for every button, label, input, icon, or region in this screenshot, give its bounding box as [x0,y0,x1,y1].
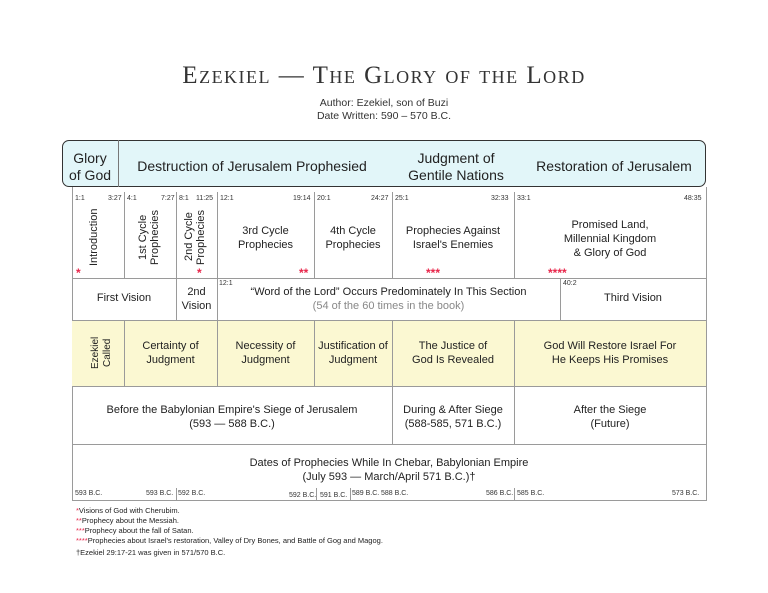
section-introduction: Introduction [88,208,100,266]
date-label: 592 B.C. [178,490,206,497]
themes-band [72,320,706,386]
row-divider [72,444,706,445]
vision-third: Third Vision [604,292,662,304]
divider [560,278,561,320]
divider [124,192,125,278]
dates-title: Dates of Prophecies While In Chebar, Bab… [249,457,529,483]
section-promised-land: Promised Land,Millennial Kingdom& Glory … [563,219,657,259]
date-tick [176,488,177,500]
siege-after: After the Siege(Future) [573,404,647,430]
row-divider [72,320,706,321]
author-line: Author: Ezekiel, son of Buzi [319,97,449,109]
vision-first: First Vision [96,292,152,304]
divider [392,386,393,444]
footnote-5: †Ezekiel 29:17-21 was given in 571/570 B… [76,548,226,557]
ref-40-2: 40:2 [563,280,577,287]
date-label: 593 B.C. [75,490,103,497]
date-tick [316,488,317,500]
ref-48-35: 48:35 [684,195,702,202]
date-label: 586 B.C. [486,490,514,497]
star-marker: **** [548,266,567,280]
date-written-line: Date Written: 590 – 570 B.C. [316,110,452,122]
star-marker: * [76,266,81,280]
star-marker: ** [299,266,309,280]
ref-3-27: 3:27 [108,195,122,202]
divider [314,192,315,278]
star-marker: *** [426,266,441,280]
date-label: 588 B.C. [381,490,409,497]
divider [514,386,515,444]
footnote-2: **Prophecy about the Messiah. [76,516,179,525]
ref-24-27: 24:27 [371,195,389,202]
header-destruction: Destruction of Jerusalem Prophesied [137,158,367,174]
footnote-1: *Visions of God with Cherubim. [76,506,180,515]
ref-12-1b: 12:1 [219,280,233,287]
divider [176,278,177,320]
siege-before: Before the Babylonian Empire's Siege of … [106,404,358,430]
date-label: 573 B.C. [672,490,700,497]
divider [514,320,515,386]
date-tick [350,488,351,500]
siege-during: During & After Siege(588-585, 571 B.C.) [403,404,503,430]
ref-12-1: 12:1 [220,195,234,202]
divider [392,192,393,278]
divider [217,192,218,278]
word-of-lord-count: (54 of the 60 times in the book) [312,300,465,312]
row-divider [72,500,706,501]
page-title: Ezekiel — The Glory of the Lord [182,62,586,89]
date-label: 592 B.C. [289,492,317,499]
date-label: 589 B.C. [352,490,380,497]
row-divider [72,278,706,279]
row-divider [72,386,706,387]
date-label: 593 B.C. [146,490,174,497]
header-band [62,140,706,187]
ref-19-14: 19:14 [293,195,311,202]
divider [314,320,315,386]
ref-4-1: 4:1 [127,195,137,202]
divider [176,192,177,278]
header-divider [118,140,119,187]
divider [514,192,515,278]
footnote-4: ****Prophecies about Israel's restoratio… [76,536,383,545]
date-label: 591 B.C. [320,492,348,499]
divider [217,278,218,320]
date-label: 585 B.C. [517,490,545,497]
frame-right [706,187,707,501]
divider [124,320,125,386]
word-of-lord-note: “Word of the Lord” Occurs Predominately … [250,286,527,298]
divider [392,320,393,386]
ref-1-1: 1:1 [75,195,85,202]
ref-25-1: 25:1 [395,195,409,202]
footnote-3: ***Prophecy about the fall of Satan. [76,526,194,535]
divider [217,320,218,386]
ref-20-1: 20:1 [317,195,331,202]
ref-7-27: 7:27 [161,195,175,202]
star-marker: * [197,266,202,280]
header-restoration: Restoration of Jerusalem [536,158,692,174]
ref-11-25: 11:25 [196,195,213,202]
ref-33-1: 33:1 [517,195,531,202]
ref-32-33: 32:33 [491,195,509,202]
ref-8-1: 8:1 [179,195,189,202]
date-tick [514,488,515,500]
